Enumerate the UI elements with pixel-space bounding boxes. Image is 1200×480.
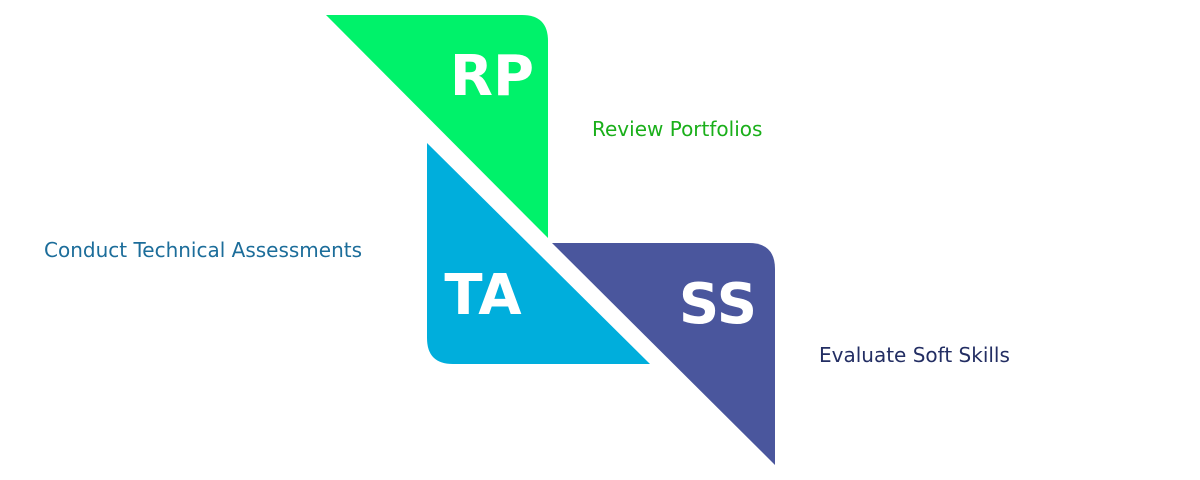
abbreviation-ss: SS (679, 272, 757, 337)
abbreviation-rp: RP (450, 44, 534, 109)
abbreviation-ta: TA (444, 263, 522, 328)
triangle-rp (326, 15, 548, 238)
label-review-portfolios: Review Portfolios (592, 117, 763, 141)
label-conduct-technical-assessments: Conduct Technical Assessments (44, 238, 363, 262)
triangle-ta (427, 143, 650, 364)
triangle-ss (552, 243, 775, 465)
label-evaluate-soft-skills: Evaluate Soft Skills (819, 343, 1010, 367)
